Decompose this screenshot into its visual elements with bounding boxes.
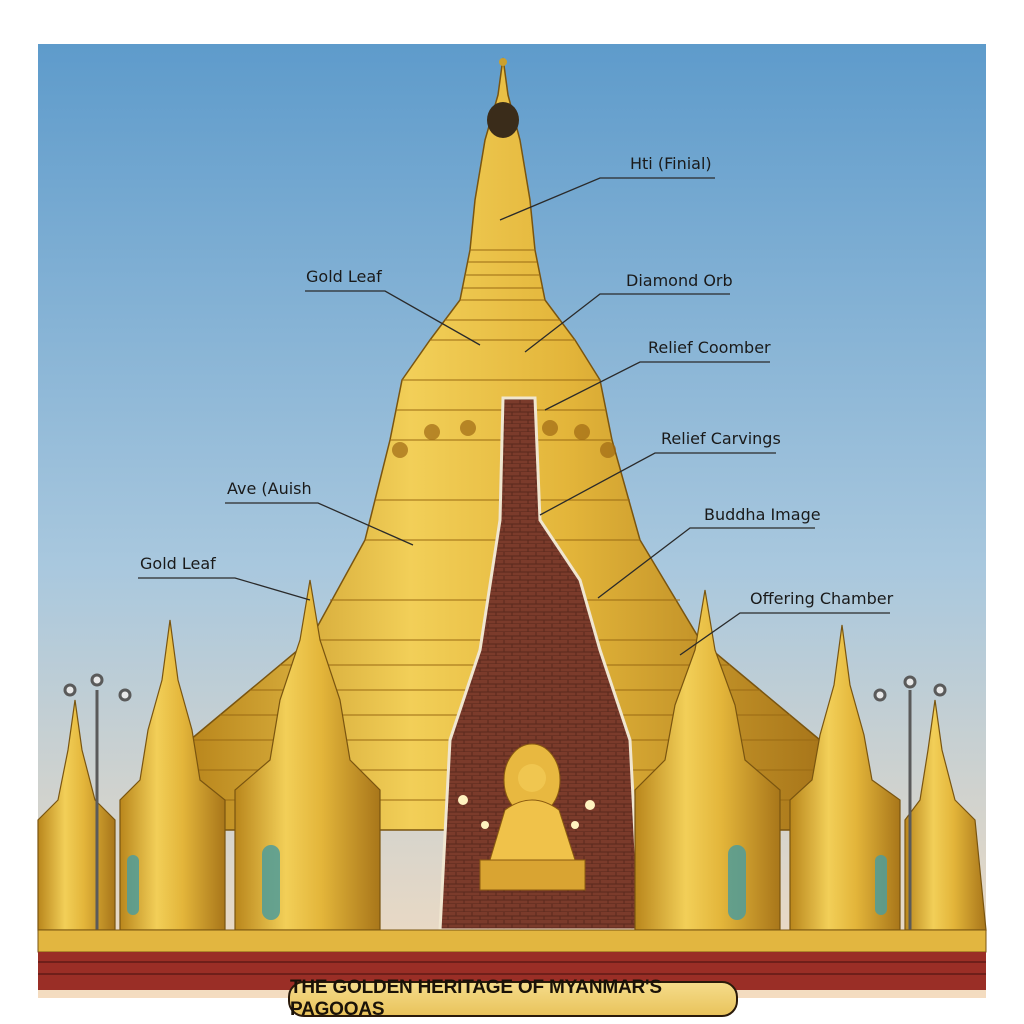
finial-tip-icon xyxy=(499,58,507,66)
buddha-image xyxy=(458,743,595,891)
label-relief-coomber: Relief Coomber xyxy=(648,338,771,357)
leader-line-hti xyxy=(499,177,715,221)
terrace-railing xyxy=(37,929,987,953)
base-platform-stripes xyxy=(38,961,986,975)
finial-crown-icon xyxy=(487,102,519,138)
label-diamond-orb: Diamond Orb xyxy=(626,271,733,290)
leader-lines xyxy=(138,177,890,656)
leader-line-buddha-image xyxy=(597,527,815,599)
leader-line-ave xyxy=(225,502,414,546)
leader-line-gold-leaf-lower xyxy=(138,577,311,601)
candle-lights xyxy=(458,795,595,829)
label-hti: Hti (Finial) xyxy=(630,154,712,173)
lamp-posts xyxy=(63,673,947,930)
label-relief-carvings: Relief Carvings xyxy=(661,429,781,448)
label-gold-leaf-lower: Gold Leaf xyxy=(140,554,216,573)
title-banner: THE GOLDEN HERITAGE OF MYANMAR'S PAGOOAS xyxy=(288,977,738,1020)
label-gold-leaf-upper: Gold Leaf xyxy=(306,267,382,286)
leader-line-gold-leaf-upper xyxy=(305,290,481,346)
leader-line-relief-coomber xyxy=(544,361,770,411)
relief-carvings-ornaments xyxy=(392,420,616,458)
label-ave: Ave (Auish xyxy=(227,479,312,498)
leader-line-diamond-orb xyxy=(524,293,730,353)
shrine-doorways xyxy=(127,845,887,920)
leader-line-relief-carvings xyxy=(539,452,776,516)
label-buddha-image: Buddha Image xyxy=(704,505,821,524)
title-text: THE GOLDEN HERITAGE OF MYANMAR'S PAGOOAS xyxy=(290,977,662,1020)
leader-line-offering-chamber xyxy=(679,612,890,656)
label-offering-chamber: Offering Chamber xyxy=(750,589,894,608)
